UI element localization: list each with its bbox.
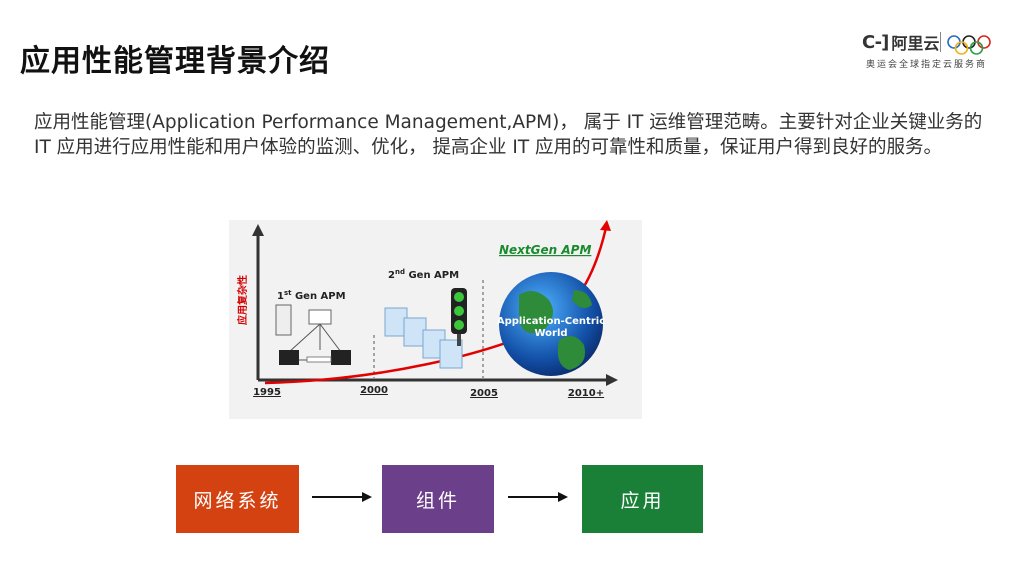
- logo-tagline: 奥运会全球指定云服务商: [866, 60, 988, 70]
- nextgen-label: NextGen APM: [499, 243, 591, 257]
- logo-name: 阿里云: [891, 34, 940, 53]
- y-axis-label: 应用复杂性: [236, 275, 249, 325]
- flow-arrow-icon: [312, 492, 372, 502]
- flow-step-application: 应用: [582, 465, 703, 533]
- year-label: 2000: [360, 385, 388, 396]
- year-label: 1995: [253, 387, 281, 398]
- aliyun-mark-icon: C-]: [862, 31, 889, 53]
- apm-evolution-diagram: 应用复杂性 1st Gen APM 2nd Gen APM: [236, 220, 618, 399]
- gen2-label: 2nd Gen APM: [388, 268, 459, 281]
- flow-arrow-icon: [508, 492, 568, 502]
- globe-label-line2: World: [534, 328, 567, 339]
- aliyun-logo: C-] 阿里云 奥运会全球指定云服务商: [862, 30, 997, 74]
- flow-step-component: 组件: [382, 465, 494, 533]
- logo-divider: [940, 32, 941, 52]
- year-label: 2005: [470, 388, 498, 399]
- year-label: 2010+: [568, 388, 604, 399]
- globe-label-line1: Application-Centric: [497, 316, 605, 327]
- growth-curve-arrowhead: [600, 220, 611, 231]
- gen1-label: 1st Gen APM: [277, 289, 346, 302]
- gen2-server-stack-illustration: [384, 307, 463, 369]
- apm-evolution-figure: 应用复杂性 1st Gen APM 2nd Gen APM: [229, 220, 642, 419]
- globe-icon: [499, 272, 603, 376]
- olympic-rings-icon: [947, 35, 991, 55]
- intro-paragraph: 应用性能管理(Application Performance Managemen…: [34, 112, 983, 158]
- flow-step-network-system: 网络系统: [176, 465, 299, 533]
- gen1-network-illustration: [275, 304, 351, 365]
- page-title: 应用性能管理背景介绍: [20, 44, 330, 79]
- traffic-light-icon: [451, 288, 467, 346]
